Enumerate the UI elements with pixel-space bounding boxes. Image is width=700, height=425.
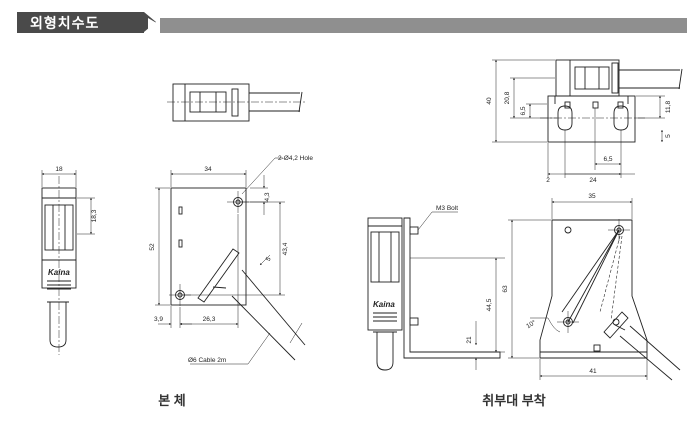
dim-mount-2: 2 xyxy=(546,177,550,184)
caption-body: 본 체 xyxy=(158,393,186,408)
dim-body-263: 26,3 xyxy=(203,316,216,323)
dim-mount-5: 5 xyxy=(665,134,672,138)
mount-side-view xyxy=(367,211,505,371)
dim-body-183: 18,3 xyxy=(91,209,98,222)
dim-mount-24: 24 xyxy=(589,177,597,184)
dim-mount-63: 63 xyxy=(502,285,509,293)
body-side-view xyxy=(41,170,95,355)
dim-mount-118: 11,8 xyxy=(665,101,672,114)
bolt-note: M3 Bolt xyxy=(436,205,458,212)
dim-body-39: 3,9 xyxy=(154,316,163,323)
dim-mount-208: 20,8 xyxy=(504,91,511,104)
mount-front-view xyxy=(508,198,681,381)
cable-note: Ø6 Cable 2m xyxy=(188,357,226,364)
dim-body-34: 34 xyxy=(204,166,212,173)
header-light-bar xyxy=(160,18,687,33)
brand-logo-mount: Kaina xyxy=(373,300,395,309)
dim-body-43: 4,3 xyxy=(264,192,271,201)
dim-mount-41: 41 xyxy=(589,368,597,375)
dim-mount-21: 21 xyxy=(466,336,473,344)
dim-mount-10deg: 10° xyxy=(525,318,538,330)
mount-top-view xyxy=(492,59,683,178)
dim-body-5: 5 xyxy=(265,256,273,263)
header-cut xyxy=(148,18,160,32)
brand-logo-body: Kaina xyxy=(48,268,70,277)
section-header: 외형치수도 xyxy=(0,0,700,36)
dim-body-52: 52 xyxy=(149,243,156,251)
labels: Kaina Kaina 18 18,3 34 52 2-Ø4,2 Hole 4,… xyxy=(48,91,672,408)
dim-mount-65a: 6,5 xyxy=(520,106,527,115)
section-title: 외형치수도 xyxy=(30,15,100,31)
body-front-view xyxy=(155,157,306,365)
hole-note: 2-Ø4,2 Hole xyxy=(278,155,313,162)
dim-mount-445: 44,5 xyxy=(486,298,493,311)
body-top-view xyxy=(167,83,305,122)
dim-mount-65b: 6,5 xyxy=(603,156,612,163)
caption-mount: 취부대 부착 xyxy=(482,393,545,408)
dim-body-width: 18 xyxy=(55,166,63,173)
header-dark-bar xyxy=(17,12,144,33)
dim-mount-35: 35 xyxy=(588,193,596,200)
dim-mount-40: 40 xyxy=(486,97,493,105)
dim-body-434: 43,4 xyxy=(282,242,289,255)
